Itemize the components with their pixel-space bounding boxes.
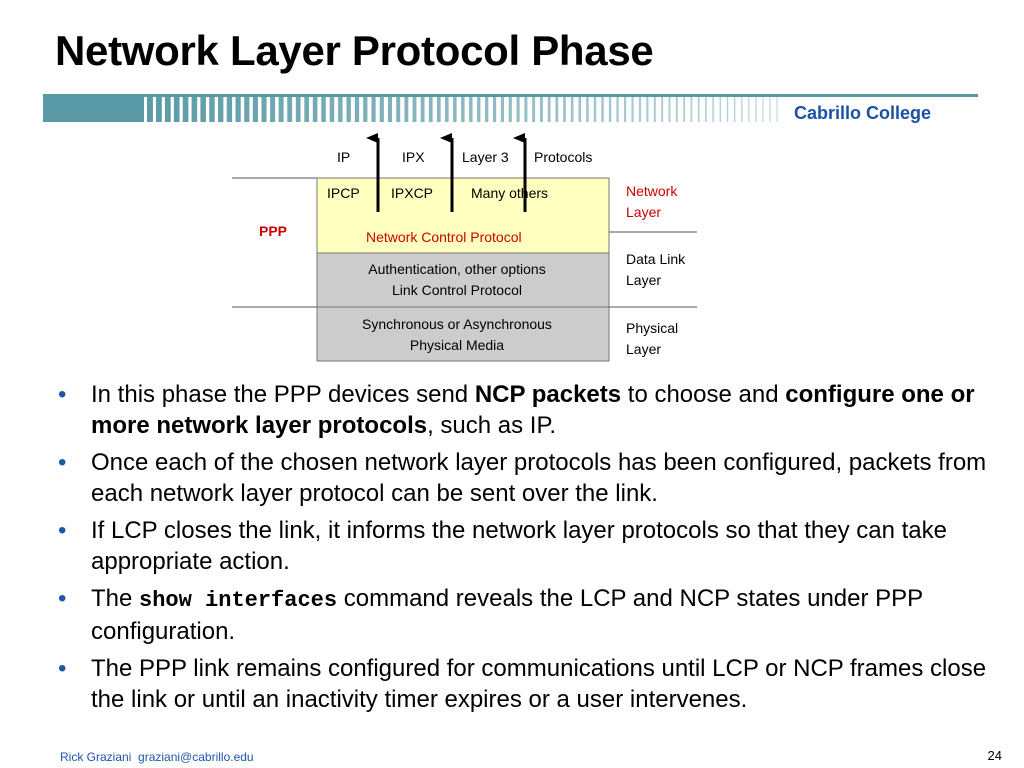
- bullet-item: • Once each of the chosen network layer p…: [58, 447, 998, 509]
- lcp-box: [316, 252, 610, 308]
- ncp-cell-ipcp: IPCP: [327, 185, 360, 201]
- bullet-emphasis: NCP packets: [474, 381, 622, 408]
- bullet-text: Once each of the chosen network layer pr…: [91, 449, 987, 507]
- bullet-list: • In this phase the PPP devices send NCP …: [58, 379, 998, 721]
- bullet-dot-icon: •: [58, 655, 67, 682]
- physical-text-line: Physical Media: [410, 337, 504, 353]
- label-layer3: Layer 3: [462, 149, 509, 165]
- ncp-cell-many-others: Many others: [471, 185, 548, 201]
- label-ipx: IPX: [402, 149, 425, 165]
- osi-label-physical: Physical: [626, 320, 678, 336]
- bullet-text: , such as IP.: [427, 412, 557, 439]
- osi-label-network: Layer: [626, 204, 661, 220]
- bullet-text: If LCP closes the link, it informs the n…: [91, 517, 947, 575]
- physical-media-box: [316, 306, 610, 362]
- header-banner: [43, 94, 978, 124]
- bullet-item: • In this phase the PPP devices send NCP …: [58, 379, 998, 441]
- page-number: 24: [987, 748, 1002, 763]
- ncp-cell-ipxcp: IPXCP: [391, 185, 433, 201]
- bullet-dot-icon: •: [58, 381, 67, 408]
- ncp-name: Network Control Protocol: [366, 229, 522, 245]
- osi-label-datalink: Layer: [626, 272, 661, 288]
- bullet-command: show interfaces: [139, 588, 338, 613]
- bullet-emphasis: configure one or more network layer prot…: [91, 381, 975, 439]
- label-ip: IP: [337, 149, 350, 165]
- osi-label-physical: Layer: [626, 341, 661, 357]
- bullet-item: • If LCP closes the link, it informs the …: [58, 515, 998, 577]
- physical-text-line: Synchronous or Asynchronous: [362, 316, 552, 332]
- bullet-item: • The show interfaces command reveals the…: [58, 583, 998, 647]
- ncp-box: [316, 177, 610, 254]
- bullet-dot-icon: •: [58, 517, 67, 544]
- bullet-dot-icon: •: [58, 449, 67, 476]
- lcp-text-line: Authentication, other options: [368, 261, 545, 277]
- ppp-label: PPP: [259, 223, 287, 239]
- bullet-text: to choose and: [621, 381, 786, 408]
- bullet-dot-icon: •: [58, 585, 67, 612]
- lcp-text-line: Link Control Protocol: [392, 282, 522, 298]
- bullet-text: command reveals the LCP and NCP states u…: [91, 585, 923, 645]
- osi-label-network: Network: [626, 183, 678, 199]
- slide-title: Network Layer Protocol Phase: [55, 27, 654, 74]
- footer-author: Rick Graziani graziani@cabrillo.edu: [60, 750, 254, 764]
- bullet-text: The: [91, 585, 140, 612]
- college-logo-text: Cabrillo College: [793, 103, 931, 123]
- osi-label-datalink: Data Link: [626, 251, 686, 267]
- label-protocols: Protocols: [534, 149, 592, 165]
- bullet-text: In this phase the PPP devices send: [91, 381, 475, 408]
- bullet-item: • The PPP link remains configured for com…: [58, 653, 998, 715]
- bullet-text: The PPP link remains configured for comm…: [91, 655, 987, 713]
